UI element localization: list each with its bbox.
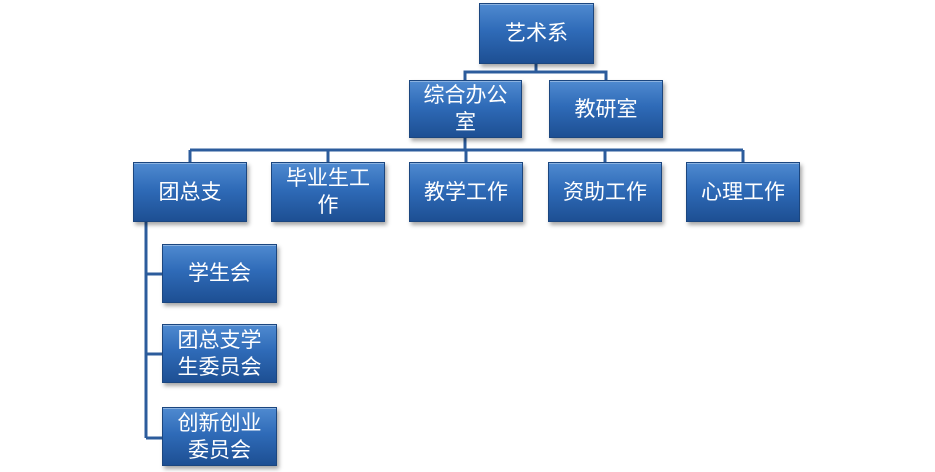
node-league-student-committee-label: 团总支学生委员会 bbox=[177, 327, 262, 379]
node-psych-work-label: 心理工作 bbox=[701, 179, 785, 204]
node-innovation-committee: 创新创业委员会 bbox=[162, 407, 277, 466]
node-general-office: 综合办公室 bbox=[409, 80, 522, 138]
node-teaching-work-label: 教学工作 bbox=[424, 179, 508, 204]
node-aid-work: 资助工作 bbox=[548, 162, 662, 222]
node-general-office-label: 综合办公室 bbox=[423, 83, 508, 134]
node-psych-work: 心理工作 bbox=[686, 162, 800, 222]
node-league-student-committee: 团总支学生委员会 bbox=[162, 324, 277, 383]
root-node-label: 艺术系 bbox=[505, 21, 568, 45]
node-league-branch: 团总支 bbox=[133, 162, 247, 222]
connector-league bbox=[144, 222, 162, 440]
node-graduate-work: 毕业生工作 bbox=[271, 162, 385, 222]
node-teaching-work: 教学工作 bbox=[409, 162, 523, 222]
node-teaching-research-office: 教研室 bbox=[549, 80, 663, 138]
connector-office bbox=[188, 138, 745, 162]
node-teaching-research-office-label: 教研室 bbox=[574, 96, 638, 121]
node-league-branch-label: 团总支 bbox=[158, 179, 222, 204]
node-student-union-label: 学生会 bbox=[188, 261, 251, 285]
connector-root bbox=[463, 64, 608, 80]
node-graduate-work-label: 毕业生工作 bbox=[286, 166, 370, 217]
node-aid-work-label: 资助工作 bbox=[563, 179, 647, 204]
node-student-union: 学生会 bbox=[162, 244, 277, 303]
root-node-art-department: 艺术系 bbox=[479, 3, 594, 64]
node-innovation-committee-label: 创新创业委员会 bbox=[177, 410, 262, 462]
